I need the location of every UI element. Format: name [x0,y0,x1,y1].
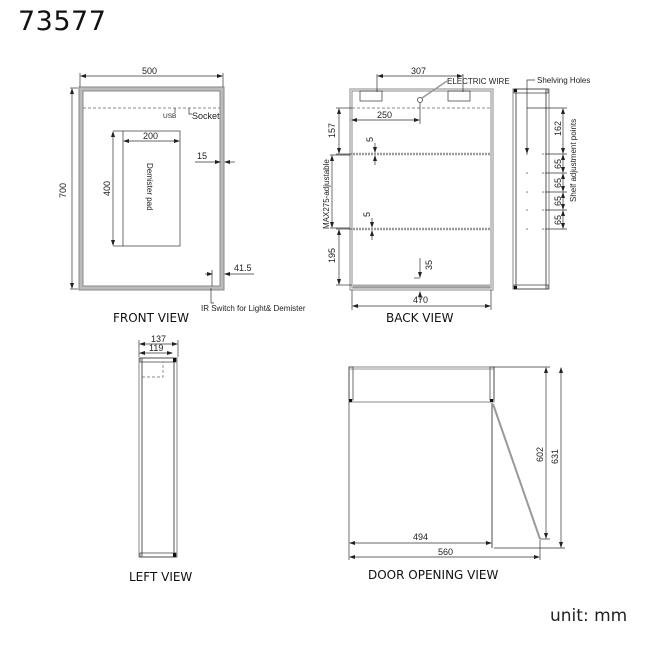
electric-wire-label: ELECTRIC WIRE [447,77,510,86]
switch-offset-dim: 41.5 [234,263,252,273]
pad-height-dim: 400 [102,181,112,196]
total-depth-dim: 631 [550,449,560,464]
edge-offset-dim: 15 [197,151,207,161]
hinge-span-dim: 307 [411,66,426,76]
hinge-left [359,90,383,102]
wire-entry-point [417,97,423,103]
wire-offset-dim: 250 [377,110,392,120]
pitch-dim-2: 65 [553,178,563,188]
front-width-dim: 500 [142,66,157,76]
bottom-offset-dim: 35 [424,260,434,270]
model-number: 73577 [18,6,107,37]
front-view: USB Socket 500 700 Demister pad 200 400 … [58,66,306,325]
shelf-adjust-label: Shelf adjustment points [569,119,578,202]
door-opening-view: 494 560 602 631 DOOR OPENING VIEW [348,366,565,582]
socket-label: Socket [192,111,220,121]
door-total-width-dim: 560 [438,547,453,557]
shelf-thickness-upper-dim: 5 [365,137,375,142]
pitch-dim-3: 65 [553,196,563,206]
pad-width-dim: 200 [143,131,158,141]
demister-pad [122,130,181,247]
door-opening-view-label: DOOR OPENING VIEW [368,568,498,582]
front-frame [79,87,224,290]
adjustable-label: MAX275-adjustable [322,159,331,229]
front-view-label: FRONT VIEW [113,311,189,325]
front-height-dim: 700 [58,183,68,198]
back-view-label: BACK VIEW [386,311,454,325]
first-gap-dim: 162 [553,121,563,136]
door-swing-dim: 602 [535,447,545,462]
bottom-gap-dim: 195 [327,248,337,263]
hinge-right [447,90,471,102]
door-panel [492,403,541,540]
shelf-thickness-lower-dim: 5 [362,212,372,217]
pitch-dim-4: 65 [553,215,563,225]
left-view: 137 119 LEFT VIEW [129,334,192,584]
side-section: Shelving Holes 162 65 65 65 65 Shelf adj… [512,76,590,290]
demister-pad-label: Demister pad [145,163,154,211]
pitch-dim-1: 65 [553,159,563,169]
inner-depth-dim: 119 [149,343,163,353]
top-gap-dim: 157 [327,123,337,138]
shelving-holes-label: Shelving Holes [537,76,590,85]
outer-depth-dim: 137 [151,334,166,344]
unit-label: unit: mm [550,606,628,626]
inner-width-dim: 470 [413,295,428,305]
left-view-label: LEFT VIEW [129,570,192,584]
back-view: 307 ELECTRIC WIRE 250 157 5 5 MAX275-adj… [322,66,510,325]
door-inner-width-dim: 494 [413,532,428,542]
usb-label: USB [163,113,176,120]
ir-switch-label: IR Switch for Light& Demister [201,304,306,313]
